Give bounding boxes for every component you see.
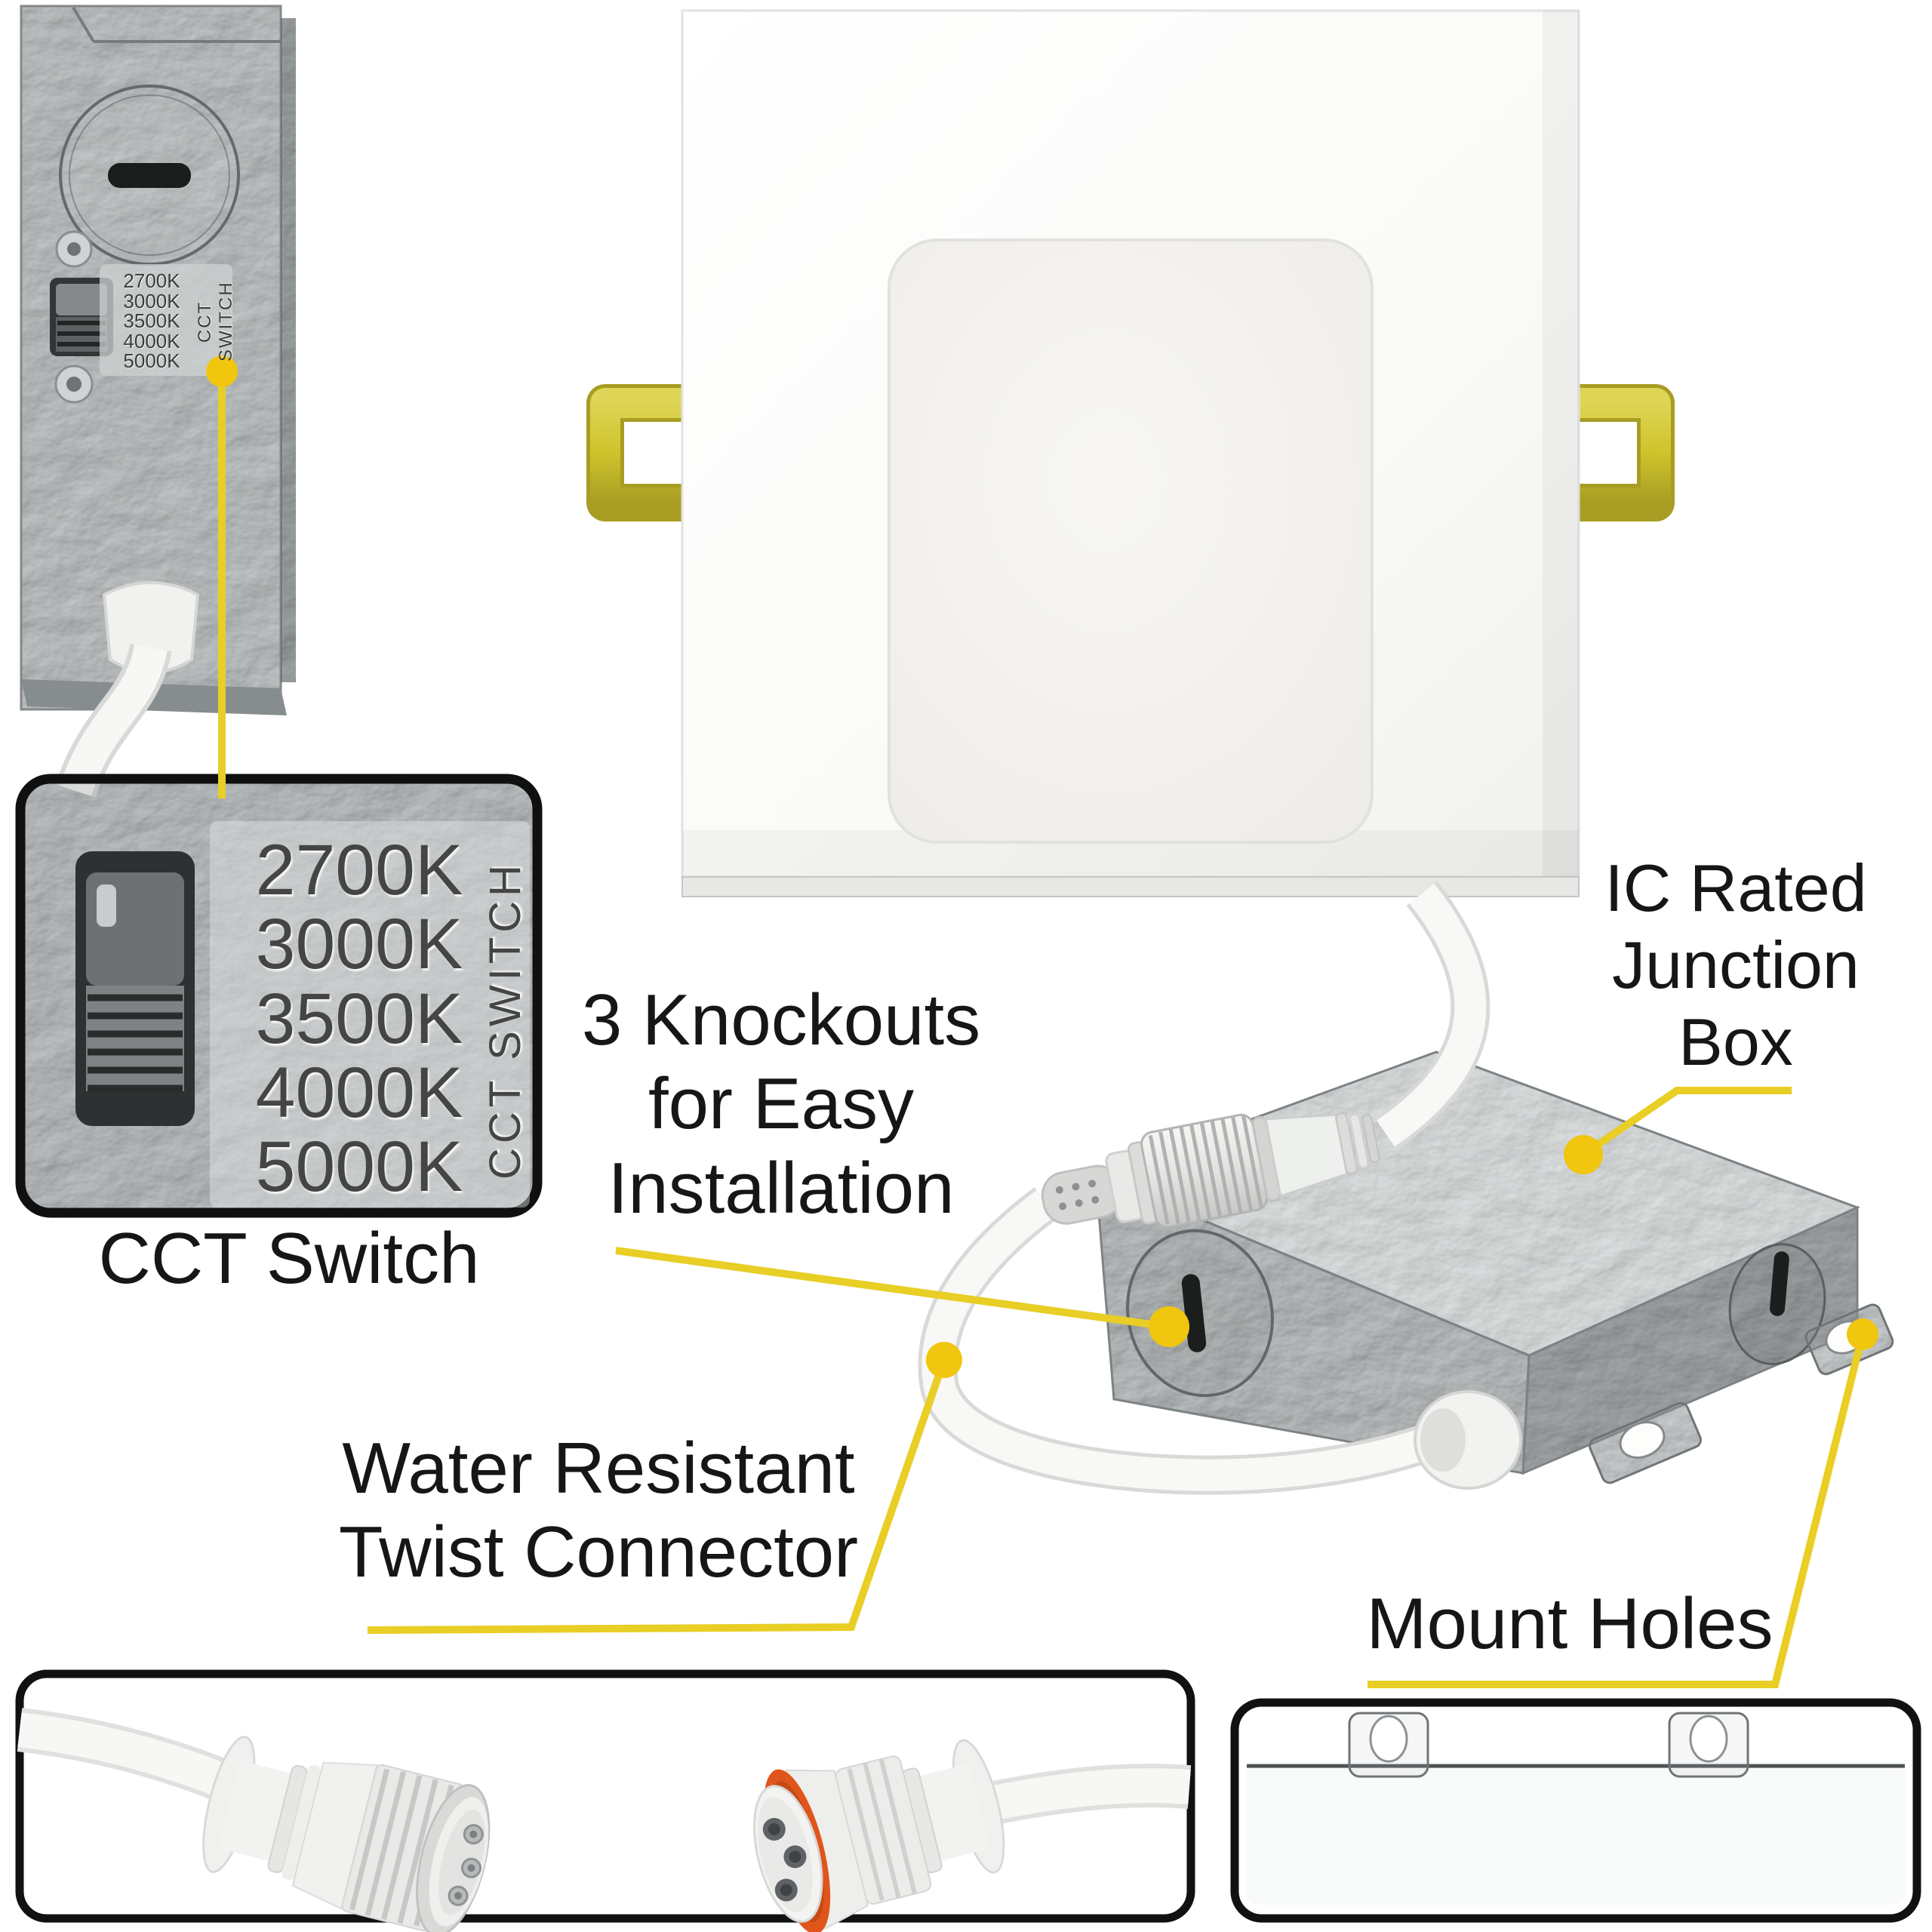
- recessed-panel-light: [586, 9, 1675, 897]
- cct-option: 5000K: [255, 1127, 463, 1207]
- callout-junction-box-line: Box: [1678, 1004, 1793, 1080]
- mount-hole: [1619, 1421, 1666, 1459]
- junction-box-side-edge: [281, 18, 296, 682]
- knockout-slot: [108, 163, 191, 188]
- cct-option: 4000K: [123, 329, 180, 352]
- callout-junction-box-line: IC Rated: [1604, 851, 1867, 925]
- screw: [55, 230, 93, 268]
- cct-option: 5000K: [123, 349, 180, 372]
- cct-label-plate-small: [100, 264, 232, 376]
- callout-twist-connector-line: Water Resistant: [342, 1428, 855, 1509]
- cct-option: 4000K: [255, 1052, 463, 1133]
- callout-dot-mount-holes: [1847, 1318, 1878, 1350]
- cct-option: 2700K: [123, 269, 180, 292]
- callout-knockouts-line: Installation: [608, 1147, 955, 1229]
- cct-switch-zoom-panel: [15, 774, 543, 1218]
- callout-twist-connector-line: Twist Connector: [338, 1512, 859, 1593]
- cct-switch-caption: CCT Switch: [98, 1218, 480, 1299]
- callout-line-twist-connector: [367, 1358, 948, 1634]
- mount-tab-closeup: [1348, 1712, 1429, 1778]
- cct-option: 3000K: [123, 289, 180, 312]
- cct-switch-vertical-label-zoom: CCT SWITCH: [481, 860, 530, 1180]
- cct-option: 3500K: [255, 978, 463, 1059]
- callout-dots: [206, 355, 1878, 1378]
- cct-slide-switch-zoom: [75, 851, 195, 1126]
- connector-body: [1264, 1113, 1349, 1198]
- female-connector-photo: [753, 1739, 1005, 1932]
- callout-junction-box-line: Junction: [1612, 928, 1860, 1003]
- knockout-slot-right: [1770, 1251, 1789, 1316]
- cct-option: 2700K: [255, 830, 463, 910]
- callout-mount-holes-label: Mount Holes: [1313, 1582, 1826, 1666]
- mount-hole: [1689, 1715, 1728, 1763]
- callout-line-mount-holes: [1367, 1333, 1866, 1688]
- callout-line-junction-box: [1581, 1087, 1792, 1158]
- cct-options-list-small: 2700K 3000K 3500K 4000K 5000K: [112, 271, 192, 371]
- callout-knockouts-line: for Easy: [648, 1063, 915, 1145]
- male-connector-photo: [202, 1735, 491, 1932]
- cct-switch-vertical-label-small: CCT SWITCH: [195, 281, 236, 362]
- callout-line-knockouts: [615, 1247, 1170, 1331]
- twist-connector: [1041, 1112, 1380, 1229]
- cct-options-list-zoom: 2700K 3000K 3500K 4000K 5000K: [226, 835, 492, 1203]
- callout-knockouts-line: 3 Knockouts: [581, 980, 981, 1060]
- callout-mount-holes-line: Mount Holes: [1366, 1583, 1774, 1664]
- mount-hole: [1369, 1715, 1408, 1763]
- connection-cables: [918, 881, 1522, 1495]
- connector-closeup-panel: [15, 1669, 1195, 1932]
- cct-label-plate-zoom: [210, 821, 530, 1208]
- callout-lines: [218, 371, 1866, 1688]
- cct-option: 3500K: [123, 309, 180, 332]
- callout-twist-connector-label: Water Resistant Twist Connector: [338, 1426, 859, 1595]
- callout-dot-cct-switch: [206, 355, 238, 387]
- diffuser-lens: [888, 238, 1374, 844]
- screw: [54, 365, 94, 404]
- spring-clip-right: [1555, 384, 1675, 521]
- callout-dot-twist-connector: [926, 1342, 962, 1378]
- callout-dot-knockouts: [1149, 1306, 1189, 1347]
- mount-tab: [1589, 1401, 1702, 1484]
- connector-pins: [448, 1824, 484, 1906]
- connector-sockets: [762, 1817, 807, 1902]
- callout-junction-box-label: IC Rated Junction Box: [1562, 850, 1909, 1081]
- mount-tab-closeup: [1668, 1712, 1749, 1778]
- metal-plate: [1247, 1763, 1905, 1905]
- callout-dot-junction-box: [1564, 1135, 1603, 1174]
- callout-knockouts-label: 3 Knockouts for Easy Installation: [532, 978, 1030, 1230]
- junction-box-side-photo: [20, 5, 296, 798]
- mount-holes-closeup-panel: [1230, 1698, 1921, 1923]
- cable-grommet: [1414, 1390, 1522, 1490]
- cct-option: 3000K: [255, 904, 463, 985]
- spring-clip-left: [586, 384, 706, 521]
- cct-slide-switch-small: [50, 278, 113, 356]
